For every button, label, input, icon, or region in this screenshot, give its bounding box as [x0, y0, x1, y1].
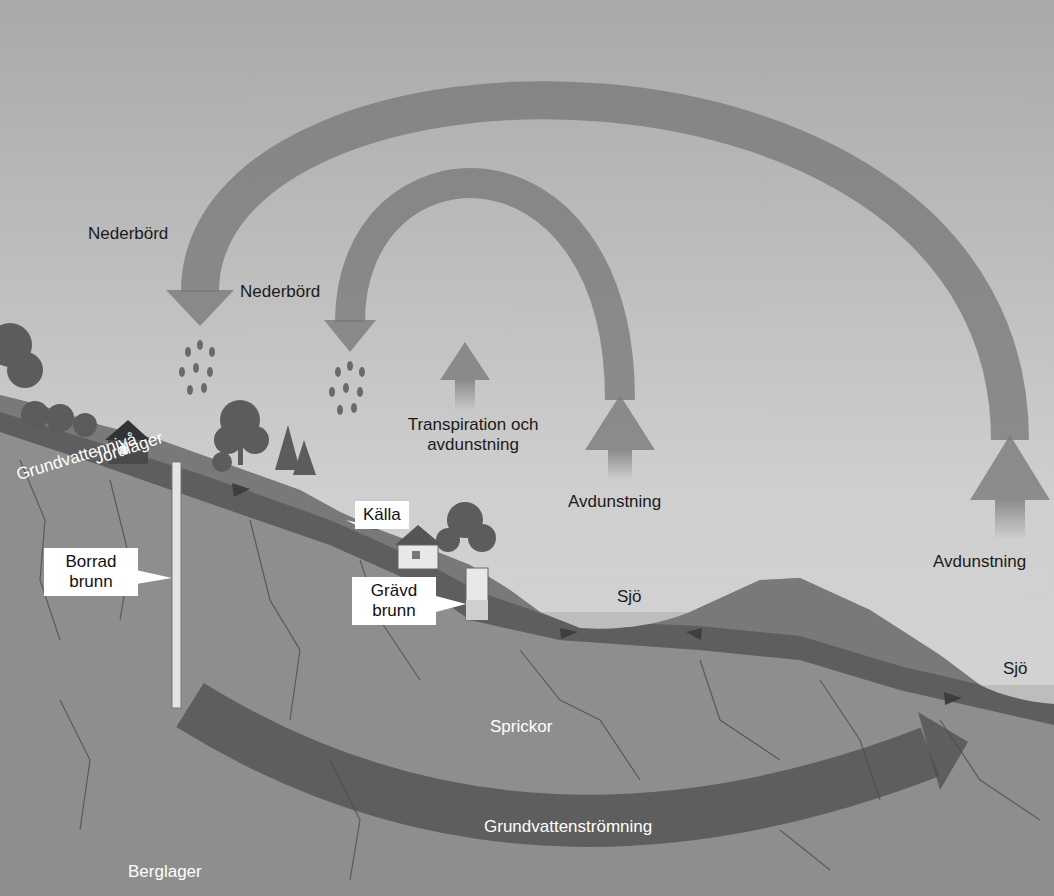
lake-label: Sjö: [1003, 659, 1028, 679]
rock-label: Sprickor: [490, 717, 552, 737]
process-label: Nederbörd: [88, 224, 168, 244]
flow-label: Grundvattenströmning: [484, 817, 652, 837]
callout-box: Källa: [355, 501, 409, 529]
process-label: Nederbörd: [240, 282, 320, 302]
lake-label: Sjö: [617, 587, 642, 607]
process-label: Avdunstning: [933, 552, 1026, 572]
process-label: Avdunstning: [568, 492, 661, 512]
callout-box: Grävd brunn: [352, 577, 436, 625]
box-text: Grävd brunn: [360, 581, 428, 621]
layer-label: Berglager: [128, 862, 202, 882]
box-text: Källa: [363, 505, 401, 525]
process-label: Transpiration och avdunstning: [388, 415, 558, 455]
callout-box: Borrad brunn: [44, 548, 138, 596]
box-text: Borrad brunn: [52, 552, 130, 592]
